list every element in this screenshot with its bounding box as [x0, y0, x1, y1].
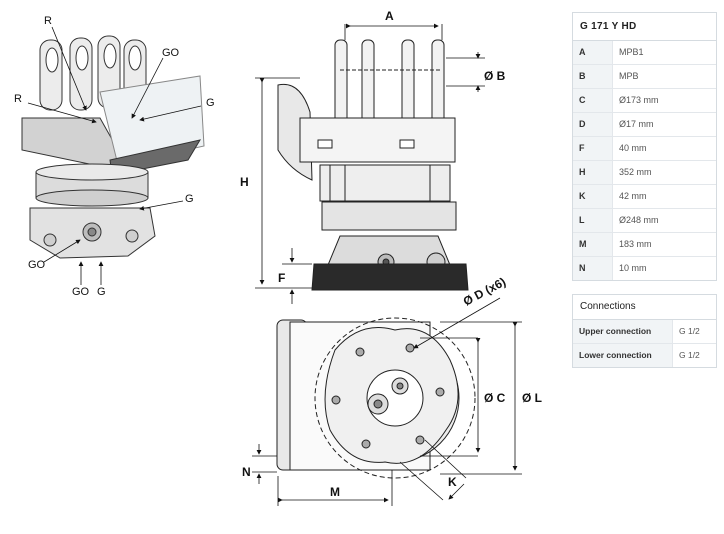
iso-label-g-mid: G: [185, 193, 194, 205]
technical-drawing: R GO R G G GO GO G: [14, 9, 542, 506]
spec-key: N: [573, 257, 613, 280]
top-view: [276, 317, 476, 479]
connection-value: G 1/2: [679, 326, 700, 336]
spec-key: A: [573, 41, 613, 64]
spec-value: 42 mm: [619, 191, 647, 201]
iso-label-r-left: R: [14, 93, 22, 105]
spec-row: K 42 mm: [573, 185, 716, 209]
spec-value: 352 mm: [619, 167, 652, 177]
spec-value: Ø173 mm: [619, 95, 659, 105]
iso-label-g-right: G: [206, 97, 215, 109]
spec-value: 183 mm: [619, 239, 652, 249]
dim-label-a: A: [385, 9, 394, 23]
iso-label-r-top: R: [44, 15, 52, 27]
spec-value: Ø248 mm: [619, 215, 659, 225]
iso-label-go-bottom: GO: [72, 286, 90, 298]
dim-label-l: Ø L: [522, 391, 542, 405]
dim-label-c: Ø C: [484, 391, 506, 405]
spec-key: K: [573, 185, 613, 208]
connection-key: Lower connection: [573, 344, 673, 367]
spec-row: D Ø17 mm: [573, 113, 716, 137]
connection-row: Upper connection G 1/2: [573, 320, 716, 344]
spec-row: C Ø173 mm: [573, 89, 716, 113]
spec-value: 40 mm: [619, 143, 647, 153]
iso-label-go-top: GO: [162, 47, 180, 59]
spec-value: Ø17 mm: [619, 119, 654, 129]
dim-label-k: K: [448, 475, 457, 489]
dim-label-n: N: [242, 465, 251, 479]
spec-row: L Ø248 mm: [573, 209, 716, 233]
front-view: [277, 39, 469, 291]
connection-row: Lower connection G 1/2: [573, 344, 716, 367]
spec-row: H 352 mm: [573, 161, 716, 185]
spec-key: H: [573, 161, 613, 184]
spec-key: M: [573, 233, 613, 256]
spec-table: G 171 Y HD A MPB1 B MPB C Ø173 mm D Ø17 …: [572, 12, 717, 281]
iso-label-go-left: GO: [28, 259, 46, 271]
iso-label-g-bottom: G: [97, 286, 106, 298]
dim-label-h: H: [240, 175, 249, 189]
spec-key: C: [573, 89, 613, 112]
spec-row: A MPB1: [573, 41, 716, 65]
spec-key: B: [573, 65, 613, 88]
dim-label-b: Ø B: [484, 69, 506, 83]
spec-value: MPB: [619, 71, 639, 81]
spec-key: F: [573, 137, 613, 160]
connection-value: G 1/2: [679, 350, 700, 360]
spec-row: B MPB: [573, 65, 716, 89]
dim-label-d: Ø D (x6): [461, 275, 508, 309]
spec-key: D: [573, 113, 613, 136]
spec-value: 10 mm: [619, 263, 647, 273]
isometric-rotator-view: [21, 35, 205, 259]
spec-value: MPB1: [619, 47, 644, 57]
spec-table-title: G 171 Y HD: [573, 13, 716, 41]
connections-table: Connections Upper connection G 1/2 Lower…: [572, 294, 717, 368]
dim-label-m: M: [330, 485, 340, 499]
spec-row: M 183 mm: [573, 233, 716, 257]
spec-row: F 40 mm: [573, 137, 716, 161]
spec-key: L: [573, 209, 613, 232]
dim-label-f: F: [278, 271, 285, 285]
spec-row: N 10 mm: [573, 257, 716, 280]
connection-key: Upper connection: [573, 320, 673, 343]
connections-title: Connections: [573, 295, 716, 320]
